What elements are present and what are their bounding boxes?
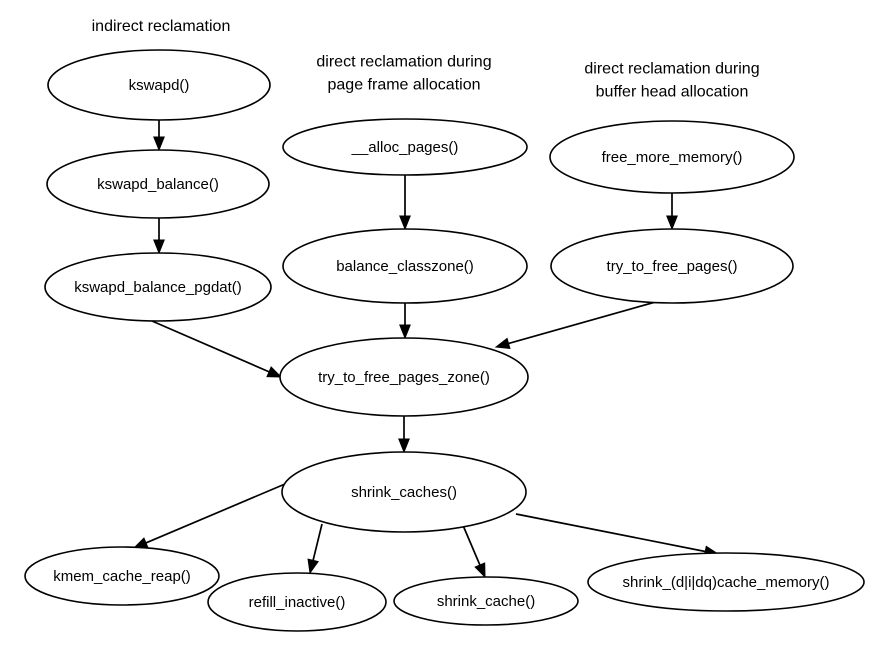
node-label: try_to_free_pages_zone() [318,369,490,386]
edge-shrink_caches-to-refill_inactive [307,523,323,575]
edge-try_to_free_pages_zone-to-shrink_caches [398,416,410,454]
node-ellipse[interactable] [24,546,220,606]
edge-kswapd_balance_pgdat-to-try_to_free_pages_zone [151,320,283,378]
node-ellipse[interactable] [207,572,387,632]
node-label: kmem_cache_reap() [53,568,191,585]
edge-kswapd_balance-to-kswapd_balance_pgdat [153,218,165,255]
node-refill_inactive[interactable]: refill_inactive() [207,572,387,632]
edge-arrowhead [474,562,486,579]
edge-arrowhead [399,215,411,231]
node-free_more_memory[interactable]: free_more_memory() [549,120,795,194]
node-try_to_free_pages[interactable]: try_to_free_pages() [550,228,794,304]
node-kswapd_balance[interactable]: kswapd_balance() [46,149,270,219]
node-kmem_cache_reap[interactable]: kmem_cache_reap() [24,546,220,606]
edge-alloc_pages-to-balance_classzone [399,175,411,231]
group-title-g-indirect: indirect reclamation [92,18,231,35]
edge-kswapd-to-kswapd_balance [153,120,165,152]
edge-arrowhead [153,239,165,255]
edge-shrink_caches-to-shrink_cache [461,522,486,579]
node-ellipse[interactable] [587,552,865,612]
node-alloc_pages[interactable]: __alloc_pages() [282,118,528,176]
node-ellipse[interactable] [46,149,270,219]
group-title-line: indirect reclamation [92,18,231,35]
group-titles-layer: indirect reclamation direct reclamation d… [92,18,760,101]
group-title-g-buffer-head: direct reclamation during buffer head all… [584,61,759,101]
node-label: free_more_memory() [602,149,743,166]
node-shrink_caches[interactable]: shrink_caches() [281,451,527,533]
node-ellipse[interactable] [393,576,579,626]
edge-line [143,483,286,545]
node-ellipse[interactable] [44,252,272,322]
group-title-g-page-frame: direct reclamation during page frame allo… [316,54,491,94]
edge-line [311,523,323,563]
edge-balance_classzone-to-try_to_free_pages_zone [399,303,411,340]
edge-line [461,522,482,568]
edge-arrowhead [399,324,411,340]
node-ellipse[interactable] [550,228,794,304]
node-label: shrink_caches() [351,484,457,501]
group-title-line: buffer head allocation [596,84,749,101]
node-shrink_cache[interactable]: shrink_cache() [393,576,579,626]
edge-arrowhead [153,136,165,152]
node-label: __alloc_pages() [351,139,459,156]
node-label: shrink_(d|i|dq)cache_memory() [622,574,829,591]
node-label: kswapd_balance() [97,176,219,193]
group-title-line: direct reclamation during [316,54,491,71]
edge-try_to_free_pages-to-try_to_free_pages_zone [494,300,660,350]
node-ellipse[interactable] [47,49,271,121]
edge-arrowhead [494,337,511,350]
edge-arrowhead [666,215,678,231]
node-label: kswapd() [129,77,190,94]
node-ellipse[interactable] [281,451,527,533]
node-ellipse[interactable] [282,118,528,176]
node-ellipse[interactable] [549,120,795,194]
node-ellipse[interactable] [279,337,529,417]
edge-shrink_caches-to-shrink_dq_cache_memory [515,513,720,558]
node-balance_classzone[interactable]: balance_classzone() [282,228,528,304]
edge-arrowhead [266,366,283,378]
edge-line [506,300,660,345]
nodes-layer: kswapd() kswapd_balance() kswapd_balance_p… [24,49,865,632]
edge-arrowhead [307,558,319,575]
node-shrink_dq_cache_memory[interactable]: shrink_(d|i|dq)cache_memory() [587,552,865,612]
edges-layer [132,120,720,579]
edge-free_more_memory-to-try_to_free_pages [666,193,678,231]
node-ellipse[interactable] [282,228,528,304]
node-label: balance_classzone() [336,258,474,275]
node-label: shrink_cache() [437,593,535,610]
node-kswapd_balance_pgdat[interactable]: kswapd_balance_pgdat() [44,252,272,322]
node-label: refill_inactive() [249,594,346,611]
edge-arrowhead [398,438,410,454]
node-label: try_to_free_pages() [607,258,738,275]
edge-shrink_caches-to-kmem_cache_reap [132,483,286,549]
group-title-line: direct reclamation during [584,61,759,78]
group-title-line: page frame allocation [328,77,481,94]
edge-line [515,513,708,553]
node-label: kswapd_balance_pgdat() [74,279,242,296]
edge-line [151,320,272,374]
node-kswapd[interactable]: kswapd() [47,49,271,121]
node-try_to_free_pages_zone[interactable]: try_to_free_pages_zone() [279,337,529,417]
